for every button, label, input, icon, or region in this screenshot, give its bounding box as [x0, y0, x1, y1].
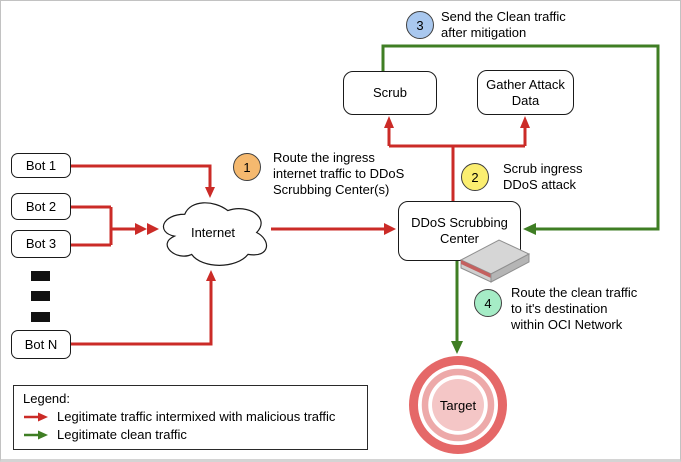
legend-item-malicious-label: Legitimate traffic intermixed with malic… — [57, 409, 336, 424]
legend-title: Legend: — [23, 391, 70, 406]
step-1-badge: 1 — [233, 153, 261, 181]
node-bot-2: Bot 2 — [11, 193, 71, 220]
internet-cloud — [162, 202, 267, 266]
step-1-line: internet traffic to DDoS — [273, 166, 405, 181]
step-1-line: Scrubbing Center(s) — [273, 182, 390, 197]
node-bot-n-label: Bot N — [24, 336, 58, 352]
step-1-line: Route the ingress — [273, 150, 375, 165]
step-2-number: 2 — [471, 169, 479, 185]
node-bot-3-label: Bot 3 — [25, 236, 57, 251]
node-bot-1-label: Bot 1 — [25, 157, 57, 173]
target-label: Target — [439, 398, 477, 413]
step-3-line: Send the Clean traffic — [441, 9, 566, 24]
ellipsis-dot — [31, 312, 50, 322]
legend-item-clean: Legitimate clean traffic — [23, 427, 358, 442]
node-gather-label: Gather Attack Data — [486, 76, 565, 108]
step-1-number: 1 — [243, 159, 251, 175]
legend-item-clean-label: Legitimate clean traffic — [57, 427, 187, 442]
node-ddos-label: DDoS Scrubbing Center — [411, 215, 508, 246]
node-bot-3: Bot 3 — [11, 230, 71, 258]
step-4-line: Route the clean traffic — [511, 285, 638, 300]
target-bullseye — [409, 356, 507, 454]
legend-box: Legend: Legitimate traffic intermixed wi… — [13, 385, 368, 450]
step-4-badge: 4 — [474, 289, 502, 317]
step-4-line: to it's destination — [511, 301, 608, 316]
step-2-line: Scrub ingress — [503, 161, 583, 176]
step-2-text: Scrub ingress DDoS attack — [503, 161, 582, 193]
malicious-traffic-lines — [71, 127, 527, 346]
node-scrub: Scrub — [343, 71, 437, 115]
step-3-number: 3 — [416, 17, 424, 33]
node-bot-1: Bot 1 — [11, 153, 71, 178]
step-2-badge: 2 — [461, 163, 489, 191]
node-scrub-label: Scrub — [373, 85, 407, 100]
step-3-badge: 3 — [406, 11, 434, 39]
clean-traffic-arrowheads — [451, 223, 536, 354]
node-bot-2-label: Bot 2 — [25, 198, 57, 214]
step-2-line: DDoS attack — [503, 177, 576, 192]
node-bot-n: Bot N — [11, 330, 71, 359]
step-4-number: 4 — [484, 295, 492, 311]
step-4-line: within OCI Network — [511, 317, 623, 332]
internet-label: Internet — [190, 225, 236, 240]
step-4-text: Route the clean traffic to it's destinat… — [511, 285, 637, 333]
step-1-text: Route the ingress internet traffic to DD… — [273, 150, 404, 198]
ellipsis-dot — [31, 291, 50, 301]
step-3-line: after mitigation — [441, 25, 527, 40]
green-arrow-icon — [24, 430, 48, 439]
server-icon — [459, 239, 531, 283]
red-arrow-icon — [24, 412, 48, 421]
ellipsis-dot — [31, 271, 50, 281]
malicious-traffic-arrowheads — [135, 116, 530, 281]
node-gather-attack-data: Gather Attack Data — [477, 70, 574, 115]
legend-item-malicious: Legitimate traffic intermixed with malic… — [23, 409, 358, 424]
step-3-text: Send the Clean traffic after mitigation — [441, 9, 566, 41]
clean-traffic-lines — [381, 44, 660, 342]
